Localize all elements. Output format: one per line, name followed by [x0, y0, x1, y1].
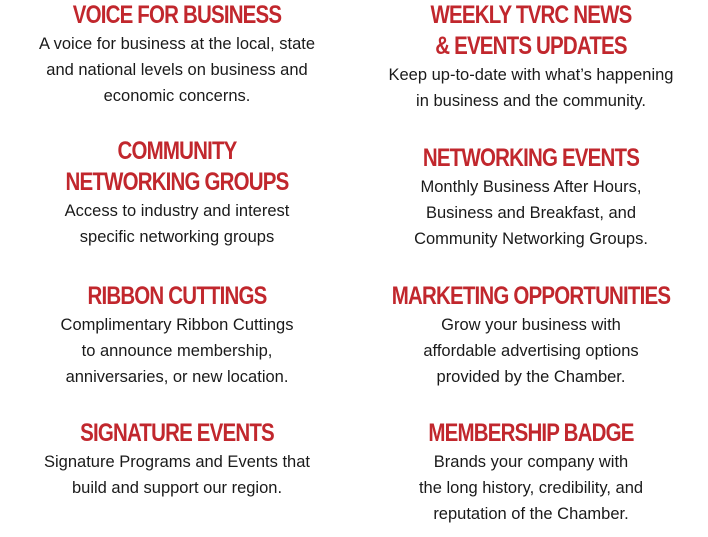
benefit-description: Brands your company with the long histor… [354, 449, 708, 527]
benefit-title-line: SIGNATURE EVENTS [80, 419, 275, 447]
benefit-title: COMMUNITY NETWORKING GROUPS [32, 136, 322, 198]
benefit-title-line: WEEKLY TVRC NEWS [430, 1, 632, 29]
benefit-description: Signature Programs and Events that build… [0, 449, 354, 501]
benefit-description: Monthly Business After Hours, Business a… [354, 174, 708, 252]
benefit-description-line: build and support our region. [71, 479, 283, 497]
benefit-description: Grow your business with affordable adver… [354, 312, 708, 390]
benefit-title-line: RIBBON CUTTINGS [87, 282, 267, 310]
benefit-description-line: Access to industry and interest [64, 202, 290, 220]
benefit-description: Complimentary Ribbon Cuttings to announc… [0, 312, 354, 390]
benefit-title-line: & EVENTS UPDATES [435, 32, 627, 60]
benefit-marketing-opportunities: MARKETING OPPORTUNITIES Grow your busine… [354, 281, 708, 390]
benefit-description-line: economic concerns. [103, 87, 251, 105]
benefit-title-line: COMMUNITY [117, 137, 237, 165]
benefit-description-line: Grow your business with [441, 316, 621, 334]
benefit-title: WEEKLY TVRC NEWS & EVENTS UPDATES [386, 0, 676, 62]
benefit-description-line: the long history, credibility, and [418, 479, 644, 497]
benefit-weekly-news-updates: WEEKLY TVRC NEWS & EVENTS UPDATES Keep u… [354, 0, 708, 114]
benefit-title: VOICE FOR BUSINESS [32, 0, 322, 31]
benefit-title: NETWORKING EVENTS [386, 143, 676, 174]
benefit-description-line: reputation of the Chamber. [433, 505, 629, 523]
benefit-description-line: in business and the community. [416, 92, 646, 110]
benefit-title-line: MEMBERSHIP BADGE [428, 419, 634, 447]
benefit-title-line: NETWORKING GROUPS [65, 168, 290, 196]
benefit-title: SIGNATURE EVENTS [32, 418, 322, 449]
benefit-title-line: MARKETING OPPORTUNITIES [391, 282, 671, 310]
benefit-description-line: Business and Breakfast, and [425, 204, 637, 222]
benefit-description-line: Brands your company with [433, 453, 629, 471]
benefit-community-networking-groups: COMMUNITY NETWORKING GROUPS Access to in… [0, 136, 354, 250]
benefit-ribbon-cuttings: RIBBON CUTTINGS Complimentary Ribbon Cut… [0, 281, 354, 390]
benefit-description-line: and national levels on business and [46, 61, 308, 79]
benefit-description: Keep up-to-date with what’s happening in… [354, 62, 708, 114]
benefit-description-line: anniversaries, or new location. [65, 368, 289, 386]
benefit-description-line: Keep up-to-date with what’s happening [388, 66, 674, 84]
benefit-description-line: Complimentary Ribbon Cuttings [60, 316, 294, 334]
benefit-description-line: A voice for business at the local, state [38, 35, 316, 53]
benefit-title-line: NETWORKING EVENTS [422, 144, 640, 172]
benefit-title: MEMBERSHIP BADGE [386, 418, 676, 449]
benefit-signature-events: SIGNATURE EVENTS Signature Programs and … [0, 418, 354, 501]
benefit-description-line: provided by the Chamber. [436, 368, 626, 386]
benefit-voice-for-business: VOICE FOR BUSINESS A voice for business … [0, 0, 354, 109]
benefit-description-line: to announce membership, [81, 342, 273, 360]
benefit-description: Access to industry and interest specific… [0, 198, 354, 250]
benefit-title-line: VOICE FOR BUSINESS [72, 1, 282, 29]
benefit-description-line: Signature Programs and Events that [44, 453, 310, 471]
benefit-description-line: specific networking groups [79, 228, 275, 246]
benefit-title: RIBBON CUTTINGS [32, 281, 322, 312]
benefit-description-line: Monthly Business After Hours, [420, 178, 642, 196]
benefit-title: MARKETING OPPORTUNITIES [386, 281, 676, 312]
benefit-description-line: Community Networking Groups. [414, 230, 648, 248]
benefit-description-line: affordable advertising options [423, 342, 639, 360]
benefit-membership-badge: MEMBERSHIP BADGE Brands your company wit… [354, 418, 708, 527]
benefit-description: A voice for business at the local, state… [0, 31, 354, 109]
benefit-networking-events: NETWORKING EVENTS Monthly Business After… [354, 143, 708, 252]
